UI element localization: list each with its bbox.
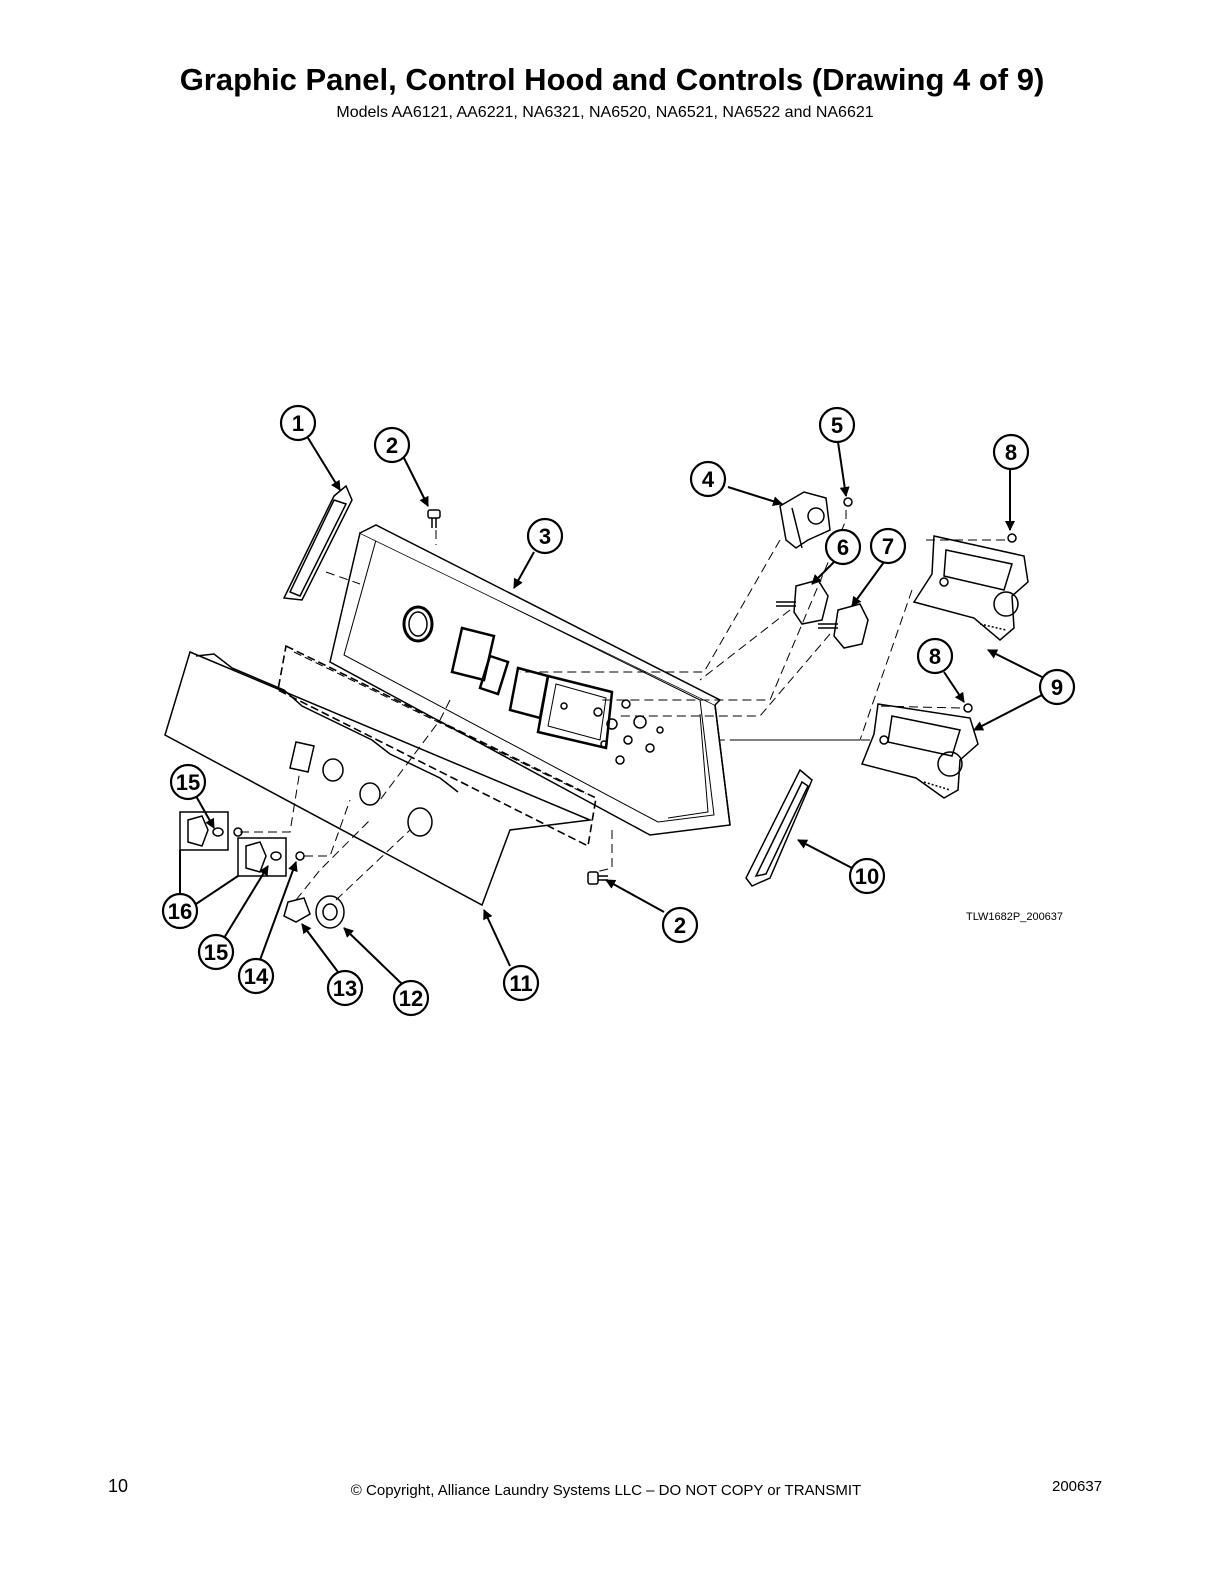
timer-knob	[779, 491, 853, 549]
callout-number: 13	[333, 976, 357, 1001]
end-cap-right	[745, 768, 813, 887]
callout-circle	[392, 979, 430, 1017]
timer-lower	[860, 703, 979, 799]
callout-circle	[689, 460, 727, 498]
callout-number: 8	[1005, 440, 1017, 465]
callout-number: 8	[929, 644, 941, 669]
graphic-panel	[164, 650, 593, 907]
callout-number: 15	[204, 940, 228, 965]
callout-circle	[916, 637, 954, 675]
callout-number: 3	[539, 524, 551, 549]
knob-upper	[179, 811, 243, 851]
model-list: Models AA6121, AA6221, NA6321, NA6520, N…	[336, 104, 874, 121]
callout-circle	[197, 933, 235, 971]
callout-circle	[237, 957, 275, 995]
callout-number: 2	[674, 913, 686, 938]
callout-number: 14	[244, 964, 269, 989]
leader-lines	[195, 437, 1045, 985]
callout-circle	[661, 906, 699, 944]
bracket-lines-16	[179, 850, 239, 905]
screw-top	[427, 509, 441, 528]
drawing-code: TLW1682P_200637	[966, 911, 1063, 923]
copyright-notice: © Copyright, Alliance Laundry Systems LL…	[350, 1482, 862, 1499]
callout-circle	[1038, 668, 1076, 706]
end-cap-left	[282, 484, 353, 601]
callout-circle	[161, 892, 199, 930]
callout-circle	[992, 433, 1030, 471]
callout-circle	[818, 406, 856, 444]
control-hood	[329, 524, 731, 836]
callout-circle	[848, 857, 886, 895]
switch-6	[776, 579, 829, 625]
assembly-guides	[240, 510, 1010, 901]
callout-circle	[526, 517, 564, 555]
callout-number: 11	[509, 971, 532, 996]
callout-number: 15	[176, 770, 200, 795]
round-knob	[315, 895, 345, 929]
callout-number: 16	[168, 899, 192, 924]
callout-circle	[169, 763, 207, 801]
parts-drawing	[164, 484, 1029, 929]
callout-number: 12	[399, 986, 423, 1011]
callout-number: 5	[831, 413, 843, 438]
callout-number: 2	[386, 433, 398, 458]
callout-number: 6	[837, 535, 849, 560]
callout-number: 1	[292, 411, 304, 436]
callout-circle	[373, 426, 411, 464]
push-button	[283, 897, 311, 923]
callout-number: 10	[855, 864, 879, 889]
callout-circle	[326, 969, 364, 1007]
switch-7	[818, 603, 869, 649]
callout-circle	[279, 404, 317, 442]
callout-number: 9	[1051, 675, 1063, 700]
callout-circle	[502, 964, 540, 1002]
callout-circle	[824, 528, 862, 566]
screw-bottom	[587, 871, 608, 885]
callout-circle	[869, 527, 907, 565]
timer-upper	[912, 533, 1029, 641]
document-number: 200637	[1052, 1478, 1103, 1495]
page-title: Graphic Panel, Control Hood and Controls…	[179, 62, 1045, 97]
page-number: 10	[108, 1476, 129, 1496]
callout-number: 7	[882, 534, 894, 559]
knob-lower	[237, 837, 305, 877]
callout-number: 4	[702, 467, 715, 492]
